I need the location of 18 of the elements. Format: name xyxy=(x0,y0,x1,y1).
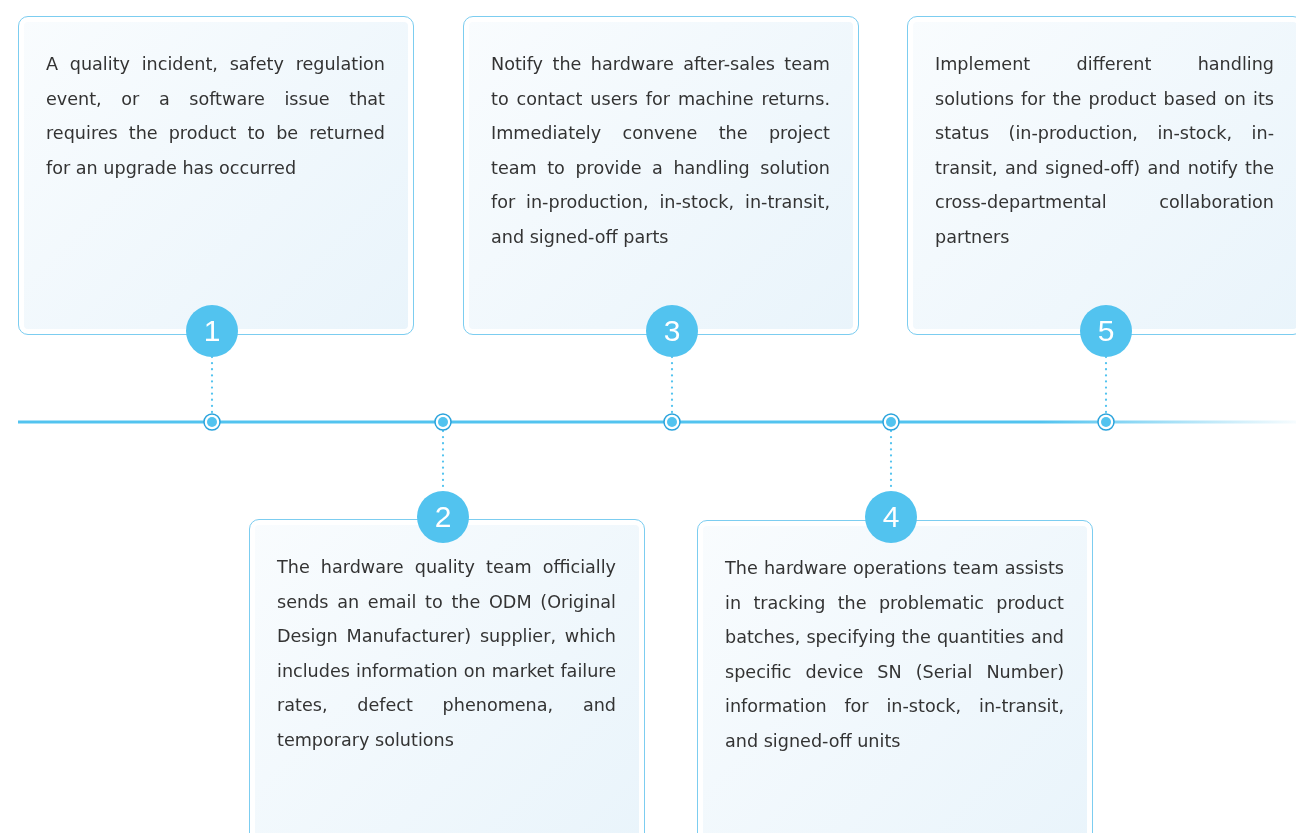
step-description: A quality incident, safety regulation event, or a software issue that requires the product to be returned for an upgrade has occurred xyxy=(46,53,385,180)
timeline-dot xyxy=(882,413,900,431)
step-description: Notify the hardware after-sales team to contact users for machine returns. Immediately convene the project team to provide a handling solution for in-production, in-stock, in-transit, and signed-off parts xyxy=(491,53,830,249)
step-number-badge: 2 xyxy=(417,491,469,543)
connector-line xyxy=(670,355,674,415)
step-number-badge: 3 xyxy=(646,305,698,357)
timeline-dot xyxy=(663,413,681,431)
step-number-badge: 4 xyxy=(865,491,917,543)
step-description: The hardware quality team officially sends an email to the ODM (Original Design Manufacturer) supplier, which includes information on market failure rates, defect phenomena, and temporary solutions xyxy=(277,556,616,752)
timeline-dot xyxy=(203,413,221,431)
step-description: The hardware operations team assists in tracking the problematic product batches, specifying the quantities and specific device SN (Serial Number) information for in-stock, in-transit, and signed-off units xyxy=(725,557,1064,753)
connector-line xyxy=(210,355,214,415)
connector-line xyxy=(1104,355,1108,415)
step-number-badge: 5 xyxy=(1080,305,1132,357)
timeline-dot xyxy=(1097,413,1115,431)
step-description: Implement different handling solutions for the product based on its status (in-production, in-stock, in-transit, and signed-off) and notify the cross-departmental collaboration partners xyxy=(935,53,1274,249)
timeline-dot xyxy=(434,413,452,431)
step-number-badge: 1 xyxy=(186,305,238,357)
